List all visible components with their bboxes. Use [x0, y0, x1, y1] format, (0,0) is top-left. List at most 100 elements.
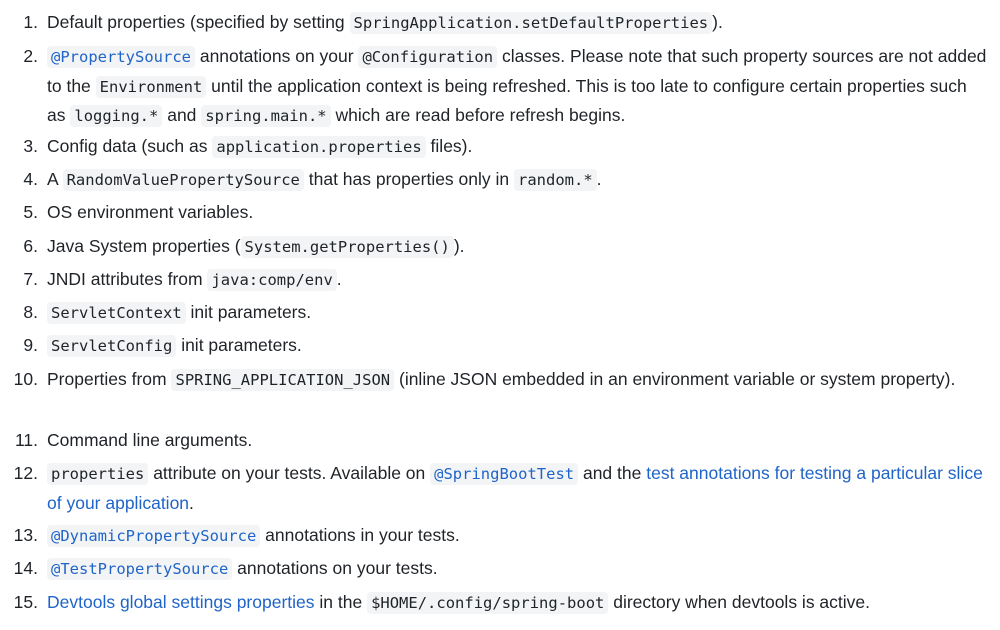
list-item: 7. JNDI attributes from java:comp/env.: [0, 265, 1000, 295]
text-run: annotations on your tests.: [232, 558, 438, 578]
item-number: 2.: [23, 46, 38, 66]
text-run: files).: [425, 136, 473, 156]
item-number: 8.: [23, 302, 38, 322]
item-text: Devtools global settings properties in t…: [47, 588, 987, 618]
item-number: 11.: [14, 430, 38, 450]
item-text: OS environment variables.: [47, 198, 987, 227]
text-run: in the: [314, 592, 368, 612]
text-run: annotations in your tests.: [260, 525, 460, 545]
item-number: 9.: [23, 335, 38, 355]
list-item: 2. @PropertySource annotations on your @C…: [0, 42, 1000, 131]
text-run: which are read before refresh begins.: [330, 105, 626, 125]
item-text: A RandomValuePropertySource that has pro…: [47, 165, 987, 195]
text-run: .: [336, 269, 342, 289]
text-run: ).: [453, 236, 465, 256]
inline-code: Environment: [95, 75, 207, 98]
text-run: until the application context is being r…: [47, 75, 967, 126]
item-number: 1.: [23, 12, 38, 32]
list-item: 14. @TestPropertySource annotations on yo…: [0, 554, 1000, 584]
item-text: @PropertySource annotations on your @Con…: [47, 42, 987, 131]
list-item: 5. OS environment variables.: [0, 198, 1000, 227]
item-number: 15.: [13, 592, 38, 612]
item-text: ServletConfig init parameters.: [47, 331, 987, 361]
text-run: Properties from: [47, 369, 172, 389]
text-run: Default properties (specified by setting: [47, 12, 350, 32]
text-run: attribute on your tests. Available on: [148, 463, 431, 483]
item-number: 5.: [23, 202, 38, 222]
item-number: 14.: [13, 558, 38, 578]
item-number: 13.: [13, 525, 38, 545]
inline-code: @PropertySource: [47, 46, 195, 68]
code-link[interactable]: @DynamicPropertySource: [47, 525, 261, 547]
item-text: Config data (such as application.propert…: [47, 132, 987, 162]
item-text: Properties from SPRING_APPLICATION_JSON …: [47, 365, 987, 395]
list-item: 13. @DynamicPropertySource annotations in…: [0, 521, 1000, 551]
list-item: 1. Default properties (specified by setti…: [0, 8, 1000, 38]
item-number: 12.: [13, 463, 38, 483]
list-item: 4. A RandomValuePropertySource that has p…: [0, 165, 1000, 195]
text-run: Java System properties (: [47, 236, 241, 256]
list-item: 6. Java System properties (System.getProp…: [0, 232, 1000, 262]
inline-code: random.*: [514, 169, 597, 191]
text-run: that has properties only in: [303, 169, 514, 189]
inline-code: ServletConfig: [47, 335, 177, 357]
text-run: classes. Please note that such property …: [47, 46, 987, 96]
inline-code: @SpringBootTest: [430, 463, 579, 485]
text-run: directory when devtools is active.: [608, 592, 871, 612]
text-run: init parameters.: [185, 302, 312, 322]
list-item: 10. Properties from SPRING_APPLICATION_JS…: [0, 365, 1000, 395]
code-link[interactable]: @TestPropertySource: [47, 558, 233, 580]
inline-code: SPRING_APPLICATION_JSON: [171, 369, 395, 391]
item-text: @TestPropertySource annotations on your …: [47, 554, 987, 584]
text-run: .: [596, 169, 602, 189]
inline-code: RandomValuePropertySource: [62, 169, 304, 191]
text-run: annotations on your: [194, 46, 359, 66]
text-run: A: [47, 169, 63, 189]
text-run: ).: [712, 12, 723, 32]
item-text: properties attribute on your tests. Avai…: [47, 459, 987, 517]
doc-link[interactable]: Devtools global settings properties: [47, 592, 315, 612]
item-text: Java System properties (System.getProper…: [47, 232, 987, 262]
text-run: .: [189, 492, 194, 513]
item-text: @DynamicPropertySource annotations in yo…: [47, 521, 987, 551]
list-item: 3. Config data (such as application.prope…: [0, 132, 1000, 162]
item-text: JNDI attributes from java:comp/env.: [47, 265, 987, 295]
inline-code: ServletContext: [47, 302, 186, 324]
text-run: OS environment variables.: [47, 202, 254, 222]
text-run: and the: [578, 463, 647, 483]
text-run: Config data (such as: [47, 136, 213, 156]
code-link[interactable]: @SpringBootTest: [430, 463, 579, 485]
inline-code: @DynamicPropertySource: [47, 525, 261, 547]
doc-link[interactable]: test annotations for testing a particula…: [47, 463, 983, 513]
item-text: Command line arguments.: [47, 426, 987, 455]
text-run: (inline JSON embedded in an environment …: [394, 369, 956, 389]
list-item: 9. ServletConfig init parameters.: [0, 331, 1000, 361]
list-item: 15. Devtools global settings properties i…: [0, 588, 1000, 618]
list-item: 8. ServletContext init parameters.: [0, 298, 1000, 328]
item-number: 6.: [23, 236, 38, 256]
item-number: 7.: [23, 269, 38, 289]
inline-code: application.properties: [212, 136, 426, 158]
item-number: 3.: [23, 136, 38, 156]
text-run: init parameters.: [176, 335, 302, 355]
text-run: Command line arguments.: [47, 430, 253, 450]
text-run: JNDI attributes from: [47, 269, 208, 289]
item-number: 10.: [13, 369, 38, 389]
inline-code: @TestPropertySource: [47, 558, 233, 580]
inline-code: spring.main.*: [201, 105, 331, 127]
inline-code: properties: [47, 463, 149, 485]
item-text: Default properties (specified by setting…: [47, 8, 987, 38]
inline-code: $HOME/.config/spring-boot: [367, 592, 609, 614]
inline-code: SpringApplication.setDefaultProperties: [349, 12, 713, 34]
code-link[interactable]: @PropertySource: [47, 46, 195, 68]
item-number: 4.: [23, 169, 38, 189]
inline-code: java:comp/env: [207, 269, 337, 291]
inline-code: @Configuration: [358, 46, 498, 68]
text-run: and: [162, 105, 202, 125]
inline-code: System.getProperties(): [240, 236, 454, 258]
list-item: 11. Command line arguments.: [0, 426, 1000, 455]
inline-code: logging.*: [70, 105, 163, 127]
list-item: 12. properties attribute on your tests. A…: [0, 459, 1000, 517]
item-text: ServletContext init parameters.: [47, 298, 987, 328]
